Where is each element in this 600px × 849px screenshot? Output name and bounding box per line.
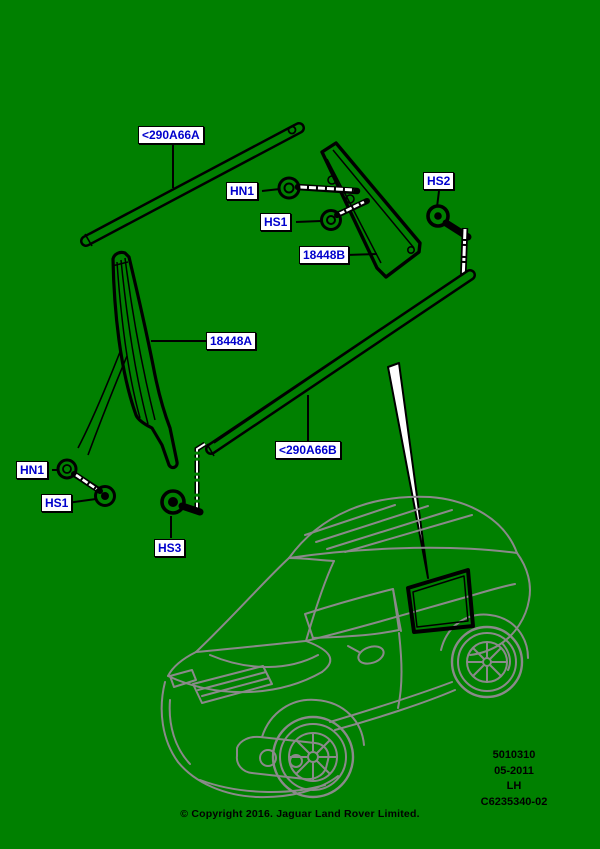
part-label-hs1-bottom[interactable]: HS1: [41, 494, 73, 512]
copyright-notice: © Copyright 2016. Jaguar Land Rover Limi…: [180, 808, 420, 820]
leader-lines: [52, 145, 440, 538]
drawing-info-plate: 5010310 05-2011 LH C6235340-02: [466, 748, 562, 810]
centerline-hs3: [194, 441, 207, 513]
leader-hn1-top: [261, 188, 281, 192]
part-label-18448b[interactable]: 18448B: [299, 246, 350, 264]
part-label-18448a[interactable]: 18448A: [206, 332, 257, 350]
leader-18448b: [345, 253, 378, 256]
fastener-screw-hs3: [160, 489, 204, 516]
part-strip-290a66b: [205, 269, 476, 457]
fastener-nut-hn1-top: [277, 176, 361, 200]
leader-hs1-top: [295, 220, 322, 223]
part-applique-18448b: [320, 141, 422, 279]
part-pillar-trim-18448a: [77, 250, 179, 470]
drawing-code: C6235340-02: [480, 795, 548, 808]
drawing-number: 5010310: [492, 749, 536, 761]
part-label-hn1-top[interactable]: HN1: [226, 182, 259, 200]
locator-wedge: [387, 362, 429, 579]
drawing-hand: LH: [506, 780, 522, 792]
drawing-date: 05-2011: [494, 764, 534, 777]
car-sketch: [160, 495, 531, 799]
leader-hs2: [436, 190, 440, 208]
part-label-290a66a[interactable]: <290A66A: [138, 126, 204, 144]
part-label-hs2[interactable]: HS2: [423, 172, 455, 190]
part-label-290a66b[interactable]: <290A66B: [275, 441, 341, 459]
fastener-screw-hs1-top: [320, 198, 370, 231]
quarter-window-highlight: [406, 568, 475, 634]
part-label-hs1-top[interactable]: HS1: [260, 213, 292, 231]
part-strip-290a66a: [80, 122, 305, 247]
fastener-screw-hs1-bottom: [94, 485, 116, 507]
part-label-hs3[interactable]: HS3: [154, 539, 186, 557]
fastener-screw-hs2: [426, 204, 472, 285]
part-label-hn1-bottom[interactable]: HN1: [16, 461, 49, 479]
fastener-nut-hn1-bottom: [56, 458, 103, 494]
